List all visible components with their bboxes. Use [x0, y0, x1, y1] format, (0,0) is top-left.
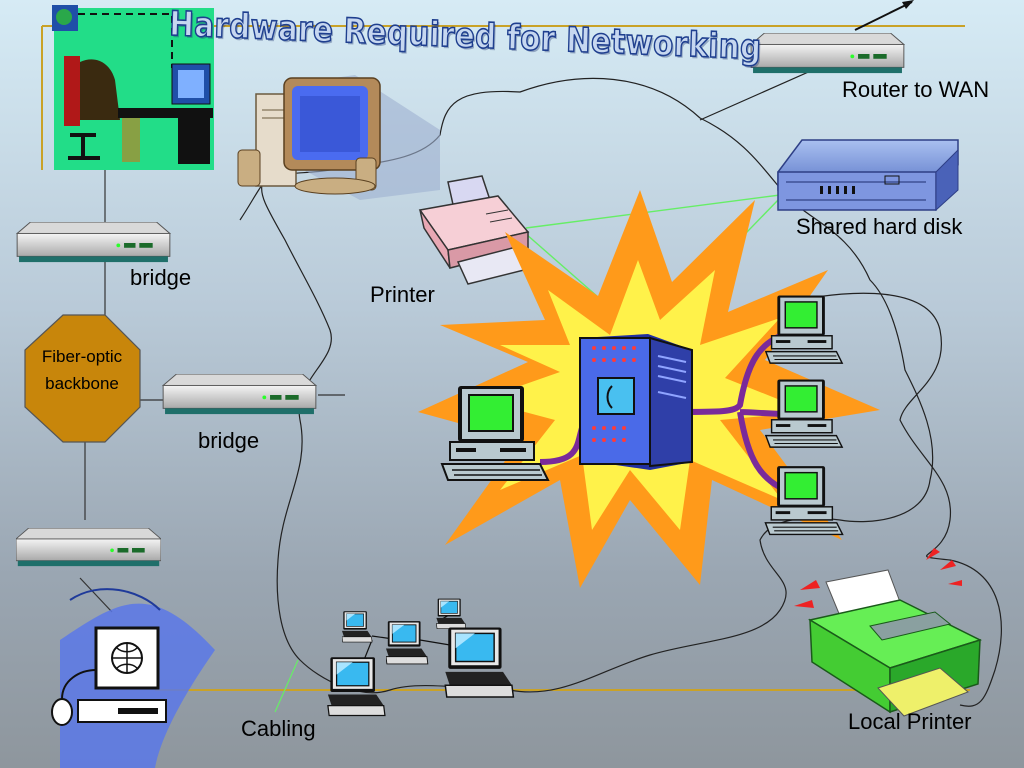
local-printer-label: Local Printer	[848, 709, 972, 734]
link-bridge-terminal	[79, 577, 113, 613]
lan-pc-5	[327, 656, 386, 717]
lan-pc-2	[386, 620, 429, 665]
shared-hard-disk-clipart	[777, 139, 959, 212]
user-workstation-clipart	[52, 5, 214, 170]
fiber-optic-backbone-octagon	[24, 314, 141, 443]
local-printer-clipart	[794, 548, 983, 717]
left-cable-curve	[239, 184, 263, 221]
shared-printer-clipart	[418, 175, 534, 285]
router-device	[750, 33, 905, 74]
wan-arrow	[854, 1, 913, 31]
fiber-optic-line1: Fiber-optic	[41, 347, 123, 366]
right-cable-loop	[799, 292, 1002, 707]
cabling-pointer	[274, 659, 299, 713]
bridge-label-mid: bridge	[198, 428, 260, 453]
bridge-device-low	[16, 528, 161, 567]
bridge-label-top: bridge	[130, 265, 192, 290]
printer-label: Printer	[370, 282, 435, 307]
fiber-optic-line2: backbone	[45, 374, 119, 393]
lan-pc-1	[342, 610, 373, 643]
terminal-clipart	[51, 588, 215, 768]
server-tower-clipart	[579, 334, 693, 470]
bridge-device-top	[16, 222, 171, 263]
lan-pc-3	[436, 598, 467, 630]
router-label: Router to WAN	[842, 77, 990, 102]
fiber-optic-label: Fiber-optic backbone	[26, 343, 138, 397]
cabling-label: Cabling	[241, 716, 316, 741]
desktop-computer-clipart	[237, 75, 440, 200]
lan-pc-4	[444, 626, 515, 698]
shared-disk-label: Shared hard disk	[796, 214, 963, 239]
wan-arrow-head	[902, 0, 914, 9]
printer-disk-link	[525, 194, 781, 229]
bridge-device-mid	[162, 374, 317, 415]
